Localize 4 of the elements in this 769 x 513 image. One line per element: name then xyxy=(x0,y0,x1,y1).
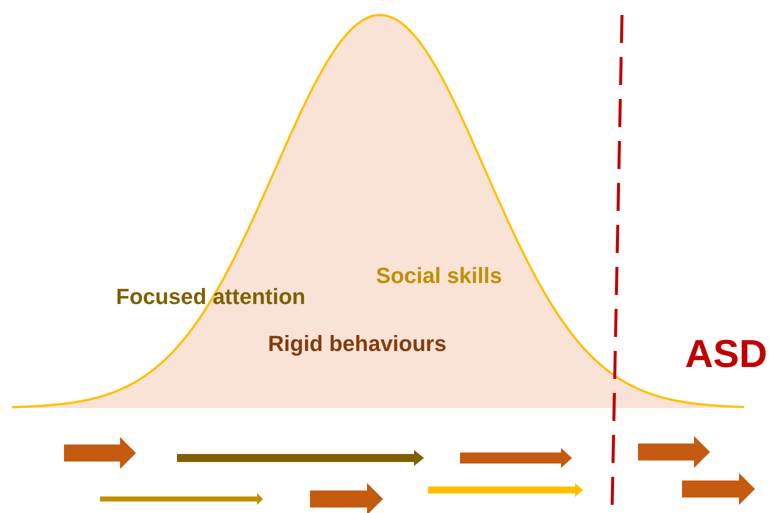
trait-label: Social skills xyxy=(376,264,502,288)
trait-label: Rigid behaviours xyxy=(268,332,446,356)
zone-label: ASD xyxy=(685,334,768,377)
trait-label: Focused attention xyxy=(116,285,306,310)
